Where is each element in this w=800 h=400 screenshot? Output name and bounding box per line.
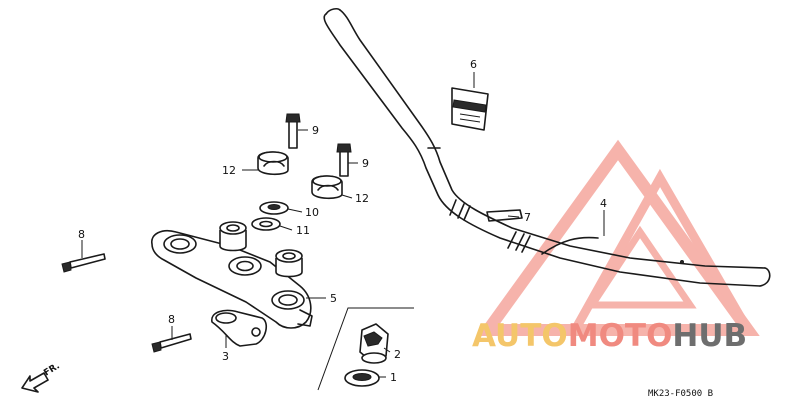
bolt-long-lower: [151, 333, 192, 353]
front-direction-arrow: FR.: [21, 361, 62, 393]
watermark-text: AUTOMOTOHUB: [472, 318, 747, 354]
callout-2: 2: [394, 348, 401, 361]
callout-9-upper: 9: [312, 124, 319, 137]
callout-3: 3: [222, 350, 229, 363]
callout-6: 6: [470, 58, 477, 71]
handlebar-holder-upper-right: [311, 175, 343, 200]
diagram-code: MK23-F0500 B: [648, 389, 713, 399]
callout-12-right: 12: [355, 192, 369, 205]
lower-holder: [211, 309, 268, 347]
spacer: [251, 217, 281, 231]
callout-7: 7: [524, 211, 531, 224]
callout-12-left: 12: [222, 164, 236, 177]
washer: [259, 201, 289, 215]
cable-guide: [359, 323, 389, 364]
top-bridge: [151, 221, 313, 329]
callout-4: 4: [600, 197, 607, 210]
watermark-part-hub: HUB: [672, 318, 748, 354]
callout-9-lower: 9: [362, 157, 369, 170]
leader-lines: [81, 72, 605, 378]
handlebar: [323, 8, 771, 287]
warning-label: [451, 87, 489, 131]
callout-10: 10: [305, 206, 319, 219]
callout-11: 11: [296, 224, 310, 237]
callout-8-left: 8: [78, 228, 85, 241]
inset-divider: [317, 307, 414, 391]
callout-5: 5: [330, 292, 337, 305]
direction-label: FR.: [42, 361, 61, 378]
callout-8-lower: 8: [168, 313, 175, 326]
watermark-part-auto: AUTO: [472, 318, 568, 354]
bolt-upper-left: [285, 113, 301, 149]
callout-1: 1: [390, 371, 397, 384]
handlebar-holder-upper-left: [257, 151, 289, 176]
rubber-grommet: [344, 369, 380, 387]
watermark-part-moto: MOTO: [567, 318, 673, 354]
watermark-logo: [476, 139, 760, 336]
bolt-long-left: [61, 253, 106, 273]
bolt-upper-right: [336, 143, 352, 177]
